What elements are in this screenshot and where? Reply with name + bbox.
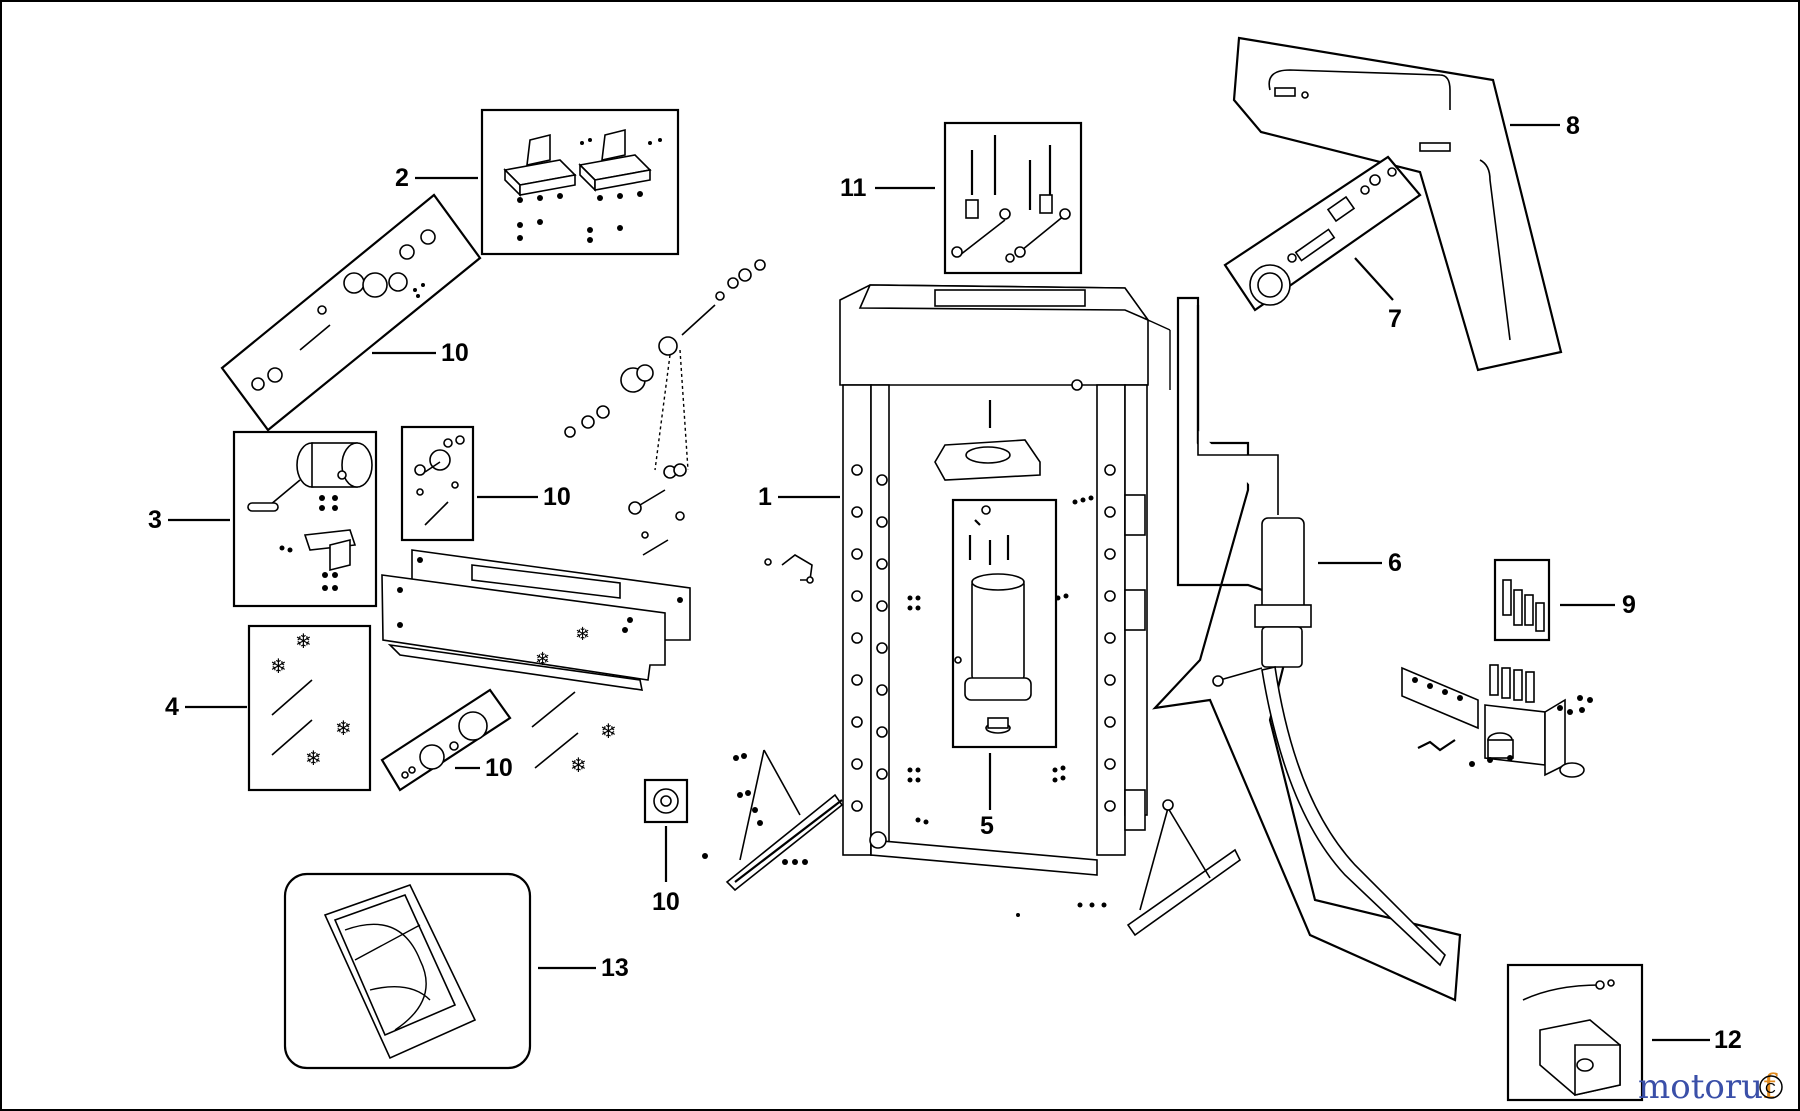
pulley-plate <box>380 688 512 792</box>
pump-handle-panel <box>1152 296 1462 1002</box>
v-block-group <box>480 108 680 256</box>
loose-shaft-parts <box>564 259 766 556</box>
leader-lines <box>168 123 1710 1042</box>
bolt-kit-group <box>943 121 1083 275</box>
callout-8: 8 <box>1566 112 1580 140</box>
winch-shaft-parts-panel <box>220 193 482 432</box>
left-foot-stand <box>702 749 844 892</box>
right-foot-stand <box>1126 799 1242 937</box>
callout-1: 1 <box>758 483 772 511</box>
svg-text:❄: ❄ <box>270 654 287 678</box>
svg-text:❄: ❄ <box>305 746 322 770</box>
ram-cylinder-group <box>951 498 1058 749</box>
shaft-box <box>400 425 475 542</box>
callout-2: 2 <box>395 164 409 192</box>
hose-pipe-panel <box>1232 36 1563 372</box>
bushing-box <box>643 778 689 824</box>
press-frame <box>839 284 1171 917</box>
pins-group: ❄ ❄ ❄ ❄ <box>247 624 372 792</box>
callout-labels: 1 2 3 4 5 6 7 8 9 10 10 10 10 11 12 13 <box>148 112 1742 1054</box>
accessory-bag-group <box>283 872 532 1070</box>
callout-10-upper: 10 <box>441 339 469 367</box>
watermark-text-blue: motoru <box>1638 1067 1763 1107</box>
side-panels: ❄ ❄ <box>381 549 691 691</box>
callout-3: 3 <box>148 506 162 534</box>
winch-group <box>232 430 378 608</box>
callout-9: 9 <box>1622 591 1636 619</box>
callout-13: 13 <box>601 954 629 982</box>
foot-pedal-group <box>1506 963 1644 1102</box>
loose-pins: ❄ ❄ <box>531 691 617 777</box>
callout-12: 12 <box>1714 1026 1742 1054</box>
link-rod <box>764 554 814 584</box>
svg-text:C: C <box>1765 1080 1776 1097</box>
callout-7: 7 <box>1388 305 1402 333</box>
svg-text:❄: ❄ <box>570 753 587 777</box>
svg-text:motoruf: motoruf <box>1638 1067 1778 1107</box>
watermark-logo: motoruf C <box>1638 1067 1783 1107</box>
valve-block-assembly <box>1401 664 1593 778</box>
callout-4: 4 <box>165 693 179 721</box>
callout-11: 11 <box>840 174 867 202</box>
callout-10-shaft: 10 <box>543 483 571 511</box>
callout-6: 6 <box>1388 549 1402 577</box>
column-holes <box>851 464 1116 812</box>
svg-text:❄: ❄ <box>600 719 617 743</box>
callout-10-bushing: 10 <box>652 888 680 916</box>
svg-text:❄: ❄ <box>295 629 312 653</box>
callout-5: 5 <box>980 812 994 840</box>
callout-10-pulley: 10 <box>485 754 513 782</box>
svg-text:❄: ❄ <box>575 624 590 645</box>
svg-text:❄: ❄ <box>535 649 550 670</box>
valve-group <box>1493 558 1551 642</box>
svg-text:❄: ❄ <box>335 716 352 740</box>
pressure-gauge-panel <box>1223 155 1422 312</box>
